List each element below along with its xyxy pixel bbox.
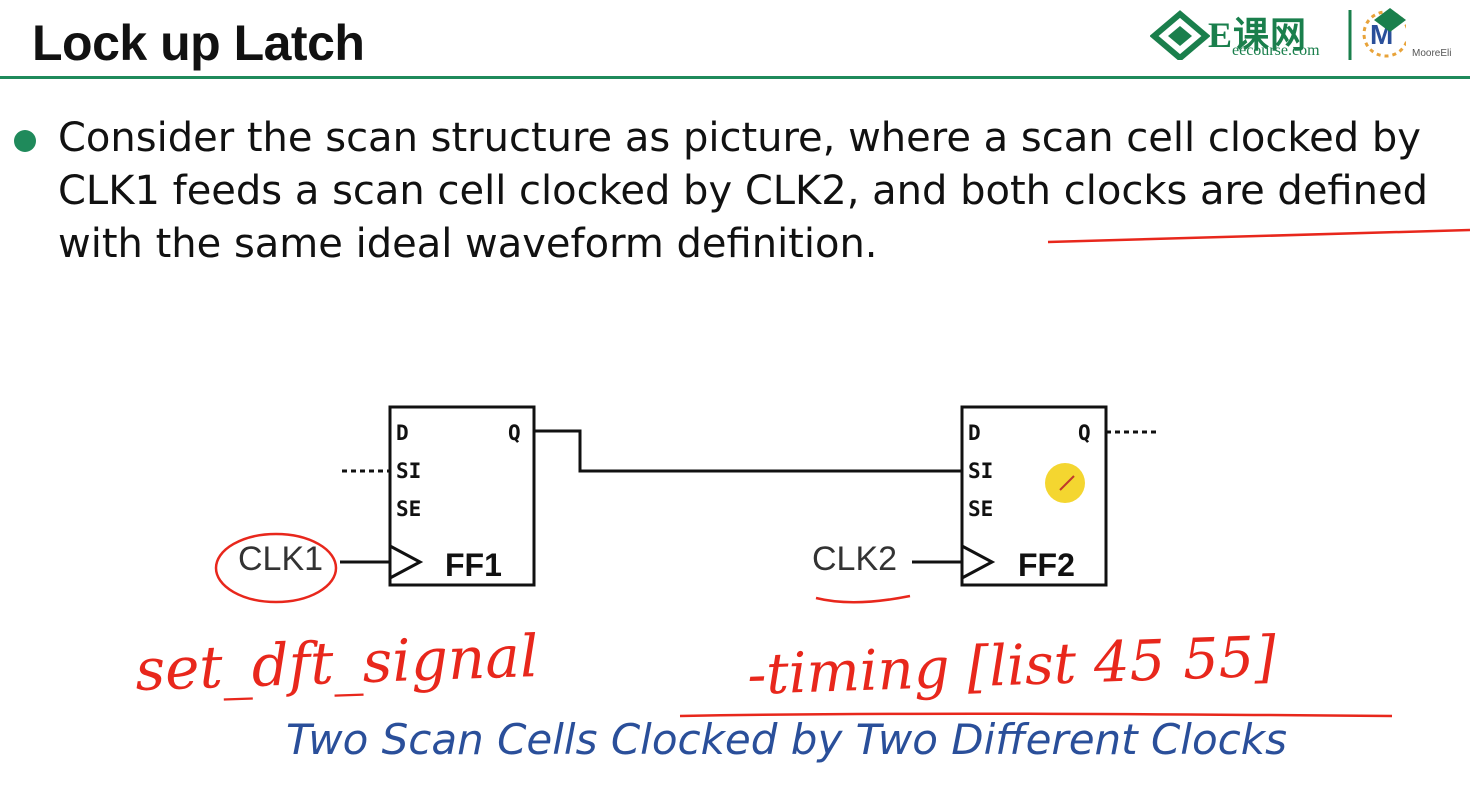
partner-logo-icon: M xyxy=(1348,8,1406,60)
clk1-circle-annotation xyxy=(214,532,338,604)
title-divider xyxy=(0,76,1470,79)
pointer-highlight xyxy=(1045,463,1085,503)
ff1-q-pin: Q xyxy=(508,421,521,445)
ff2-d-pin: D xyxy=(968,421,981,445)
ecourse-diamond-icon xyxy=(1150,10,1210,60)
bullet-dot xyxy=(14,130,36,152)
ff2-q-pin: Q xyxy=(1078,421,1091,445)
handwriting-right: -timing [list 45 55] xyxy=(746,625,1277,708)
ff1-se-pin: SE xyxy=(396,497,421,521)
ff1-si-pin: SI xyxy=(396,459,421,483)
logo-domain-text: eecourse.com xyxy=(1232,42,1320,59)
ff1-clock-label: CLK1 xyxy=(238,540,323,578)
ff2-name: FF2 xyxy=(1018,547,1075,583)
ff1-box xyxy=(388,405,536,587)
logo-brand-text: E课网 xyxy=(1208,15,1308,55)
ff1-d-pin: D xyxy=(396,421,409,445)
handwriting-strike-line xyxy=(679,712,1393,718)
logo-partner-text: MooreEli xyxy=(1412,48,1452,59)
bullet-text: Consider the scan structure as picture, … xyxy=(58,115,1428,267)
page-title: Lock up Latch xyxy=(32,15,365,71)
clk2-underline-annotation xyxy=(815,594,911,604)
ff2-box xyxy=(960,405,1108,587)
underline-annotation xyxy=(1047,228,1470,244)
handwriting-left: set_dft_signal xyxy=(134,622,539,704)
diagram-caption: Two Scan Cells Clocked by Two Different … xyxy=(286,715,1287,764)
ff1-name: FF1 xyxy=(445,547,502,583)
q-to-si-wire xyxy=(534,429,962,473)
pointer-pen-icon xyxy=(1059,475,1075,491)
ff2-clock-label: CLK2 xyxy=(812,540,897,578)
brand-logo: E课网 eecourse.com M MooreEli xyxy=(1150,4,1470,68)
ff2-se-pin: SE xyxy=(968,497,993,521)
ff2-clock-triangle xyxy=(961,544,996,580)
ff1-clock-triangle xyxy=(389,544,424,580)
ff2-si-pin: SI xyxy=(968,459,993,483)
